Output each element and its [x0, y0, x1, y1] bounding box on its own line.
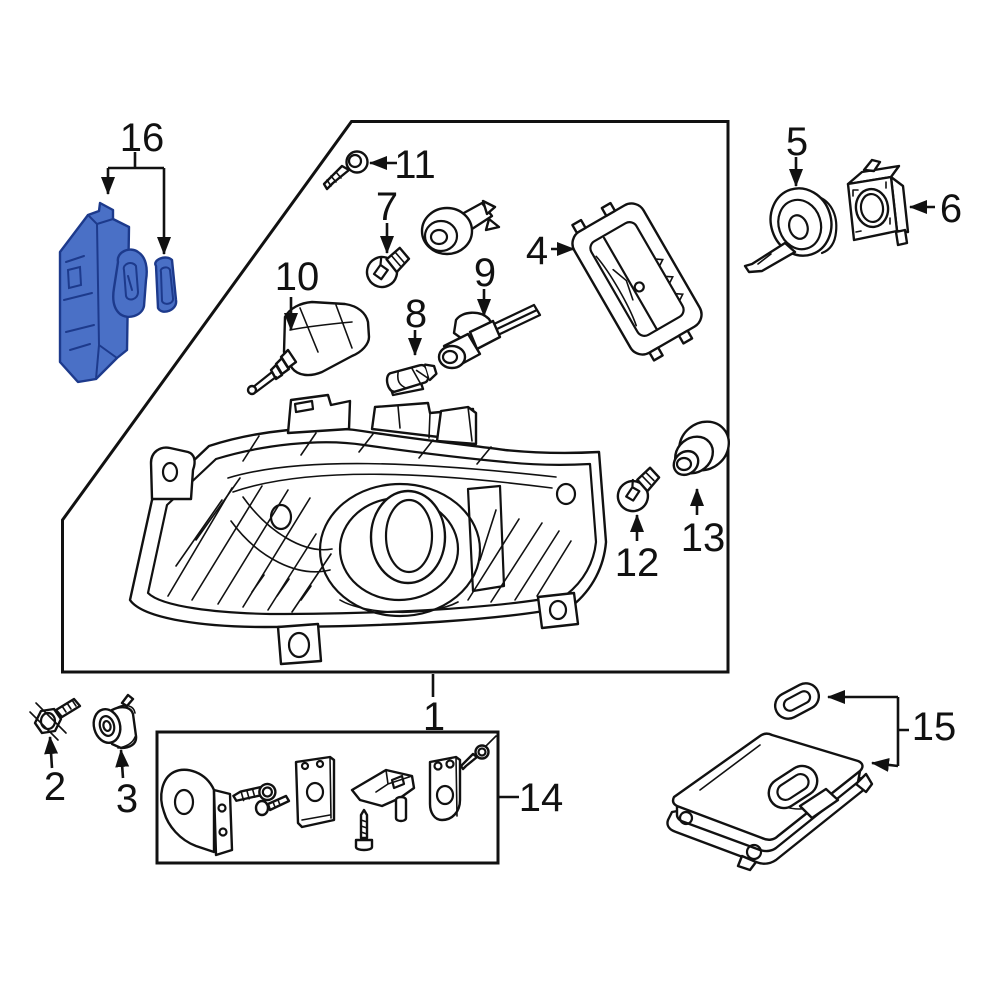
part-14-hardware-kit-drawing	[160, 735, 497, 857]
callout-7: 7	[376, 185, 398, 229]
part-16-control-module-drawing	[58, 201, 178, 384]
assembly-boundary-box	[61, 120, 730, 674]
part-7-bulb-holder-drawing	[420, 199, 501, 256]
part-10-leveling-motor-drawing	[246, 300, 371, 396]
part-15-ballast-drawing	[666, 732, 874, 872]
callout-13: 13	[681, 516, 726, 560]
part-15-gasket-drawing	[773, 682, 821, 720]
callout-9: 9	[474, 251, 496, 295]
callout-15: 15	[912, 705, 957, 749]
callout-leaders	[44, 152, 935, 799]
part-11-screw-drawing	[322, 150, 369, 191]
callout-1: 1	[423, 695, 445, 739]
part-2-bolt-drawing	[29, 697, 82, 741]
part-5-bulb-drawing	[743, 187, 838, 274]
callout-11: 11	[394, 143, 436, 187]
callout-10: 10	[275, 255, 320, 299]
part-7-bulb-drawing	[365, 246, 411, 289]
part-8-bulb-drawing	[385, 363, 438, 393]
callout-12: 12	[615, 541, 660, 585]
callout-2: 2	[44, 765, 66, 809]
part-3-grommet-drawing	[92, 693, 138, 750]
callout-labels: 1 2 3 4 5 6 7 8 9 10 11 12 13 14 15 16	[44, 116, 962, 821]
part-9-socket-drawing	[437, 303, 542, 370]
part-6-bulb-holder-drawing	[846, 158, 910, 247]
part-12-bulb-drawing	[616, 466, 661, 513]
callout-8: 8	[405, 292, 427, 336]
callout-6: 6	[940, 187, 962, 231]
headlamp-assembly-drawing	[128, 375, 608, 666]
part-4-retainer-frame-drawing	[571, 201, 703, 362]
callout-3: 3	[116, 777, 138, 821]
part-13-socket-drawing	[672, 420, 731, 477]
callout-5: 5	[786, 120, 808, 164]
callout-4: 4	[526, 229, 548, 273]
callout-14: 14	[519, 776, 564, 820]
callout-16: 16	[120, 116, 165, 160]
hardware-kit-box	[155, 730, 500, 865]
